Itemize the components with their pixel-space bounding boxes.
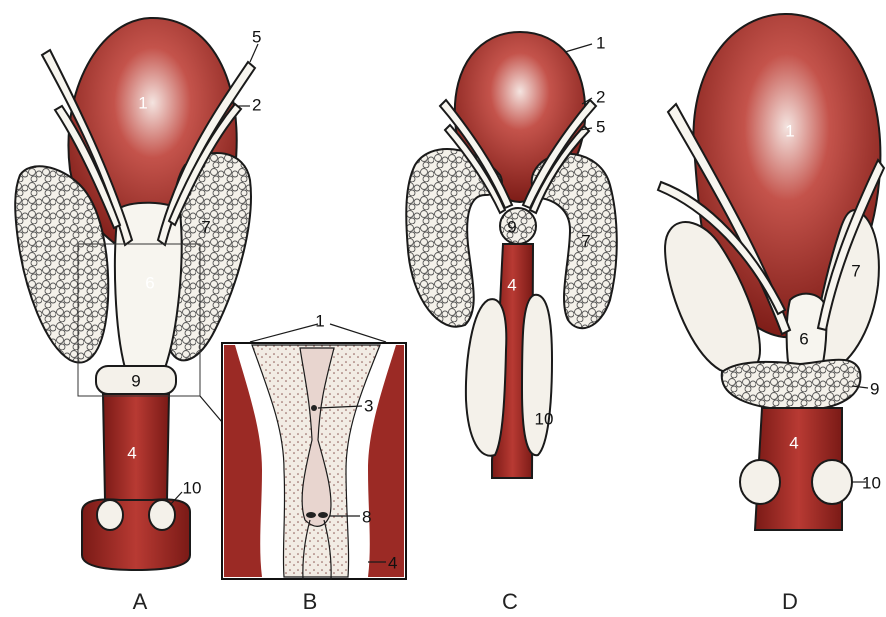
bulbourethral-gland-right-d: [812, 460, 852, 504]
label-4-c: 4: [507, 275, 516, 294]
panel-d: 1 7 6 9 4 10 D: [658, 14, 884, 614]
bulbourethral-gland-left-c: [466, 299, 506, 456]
label-7-a: 7: [201, 217, 210, 236]
label-10-c: 10: [535, 409, 554, 428]
label-2-c: 2: [596, 87, 605, 106]
panel-c: 1 2 5 9 7 4 10 C: [406, 32, 617, 614]
label-1-c: 1: [596, 33, 605, 52]
label-4-d: 4: [789, 433, 798, 452]
prostate-body-c: [500, 208, 536, 244]
label-9-d: 9: [870, 379, 879, 398]
label-8-b: 8: [362, 507, 371, 526]
bulbourethral-gland-left-a: [97, 500, 123, 530]
label-2-a: 2: [252, 95, 261, 114]
label-5-a: 5: [252, 27, 261, 46]
panel-b: 1 3 8 4 B: [222, 311, 406, 613]
label-5-c: 5: [596, 117, 605, 136]
panel-letter-b: B: [303, 589, 318, 614]
label-9-a: 9: [131, 371, 140, 390]
panel-letter-c: C: [502, 589, 518, 614]
label-3-b: 3: [364, 396, 373, 415]
label-10-a: 10: [183, 478, 202, 497]
label-4-b: 4: [388, 553, 397, 572]
label-9-c: 9: [507, 217, 516, 236]
label-7-d: 7: [851, 261, 860, 280]
label-6-d: 6: [799, 329, 808, 348]
label-1-d: 1: [785, 121, 794, 140]
label-1-b: 1: [315, 311, 324, 330]
panel-letter-d: D: [782, 589, 798, 614]
panel-letter-a: A: [133, 589, 148, 614]
label-1-a: 1: [138, 93, 147, 112]
bulbourethral-gland-right-c: [522, 295, 552, 455]
label-10-d: 10: [862, 473, 881, 492]
label-7-c: 7: [581, 231, 590, 250]
prostate-body-d: [722, 360, 861, 410]
label-4-a: 4: [127, 443, 136, 462]
label-6-a: 6: [145, 273, 154, 292]
bulbourethral-gland-left-d: [740, 460, 780, 504]
